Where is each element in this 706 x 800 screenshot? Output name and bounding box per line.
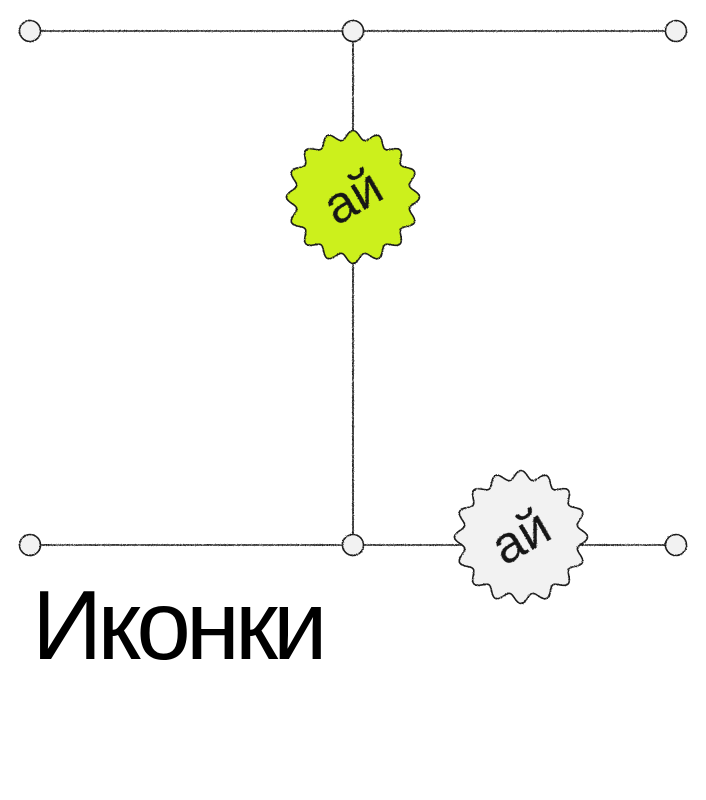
page-title: Иконки <box>32 570 328 680</box>
badge-green-shape <box>285 129 421 265</box>
node-bottom-center <box>341 533 365 557</box>
node-top-center <box>341 19 365 43</box>
node-bottom-right <box>664 533 688 557</box>
badge-grey-shape <box>453 469 589 605</box>
badge-grey: ай <box>453 469 589 605</box>
node-bottom-left <box>18 533 42 557</box>
badge-green: ай <box>285 129 421 265</box>
node-top-left <box>18 19 42 43</box>
node-top-right <box>664 19 688 43</box>
